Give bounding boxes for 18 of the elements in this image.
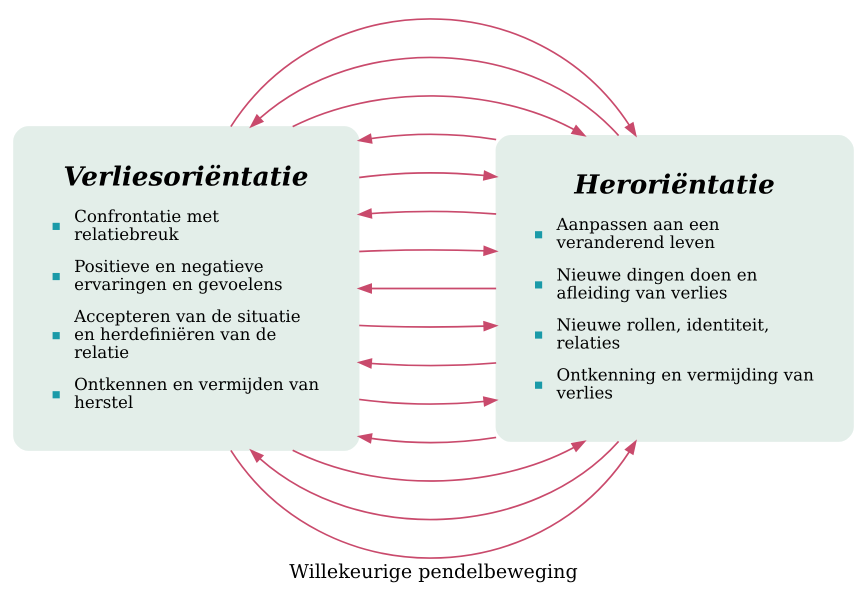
arrow [248, 440, 619, 520]
arrow [358, 245, 498, 256]
arrow [356, 133, 496, 144]
arrow [358, 170, 498, 181]
arrow [356, 208, 496, 219]
arrow [292, 440, 586, 482]
arrow [358, 320, 498, 332]
arrow [358, 396, 498, 407]
arrow [248, 56, 619, 136]
arrow [356, 358, 496, 369]
arrow [356, 283, 496, 294]
node-box: Verliesoriëntatie Confrontatie met relatiebreuk Positieve en negatieve ervaringen en gevoelens Accepteren van de situatie en herdefiniëren van de relatie Ontkennen en vermijden van herstel [12, 126, 359, 451]
node-box: Heroriëntatie Aanpassen aan een veranderend leven Nieuwe dingen doen en afleiding van verlies Nieuwe rollen, identiteit, relaties Ontkenning en vermijding van verlies [495, 135, 854, 442]
arrow [292, 95, 586, 137]
arrow [230, 439, 636, 559]
arrow [356, 433, 496, 444]
caption: Willekeurige pendelbeweging [288, 560, 578, 584]
arrow [230, 18, 636, 138]
